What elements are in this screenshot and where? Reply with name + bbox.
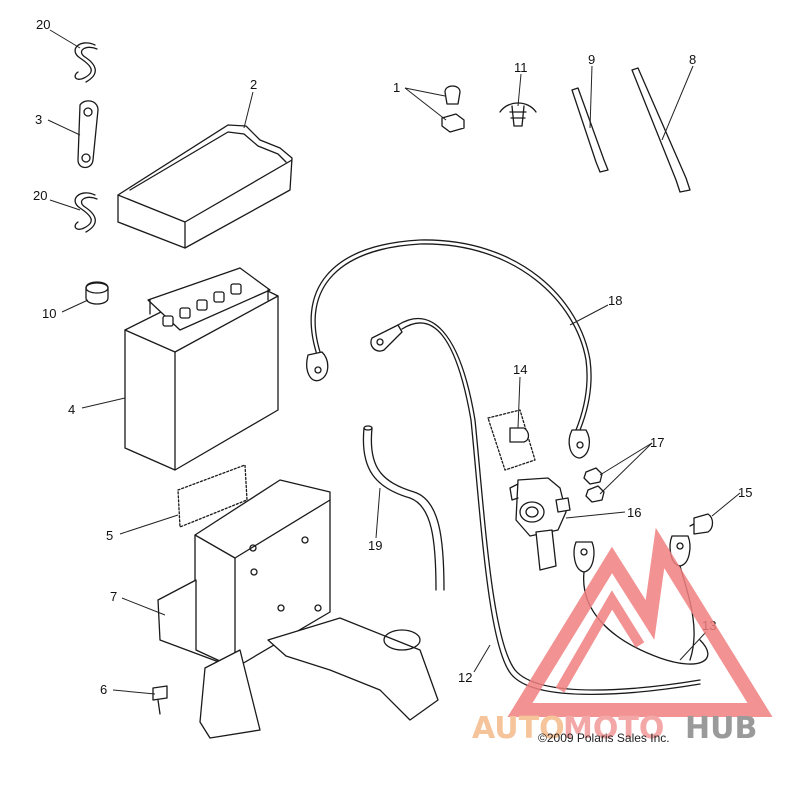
part-14-bolt: [487, 409, 536, 471]
leader-lines: [47, 29, 741, 695]
callout-18: 18: [608, 293, 622, 308]
part-10-terminal-cap: [85, 281, 109, 305]
part-19-vent-tube: [362, 425, 445, 591]
part-9-cable-tie-short: [571, 87, 609, 173]
callout-12: 12: [458, 670, 472, 685]
part-20-hook-top: [74, 42, 98, 83]
callout-14: 14: [513, 362, 527, 377]
part-8-cable-tie-long: [631, 67, 691, 193]
callout-8: 8: [689, 52, 696, 67]
watermark-text: AUTO MOTO HUB: [472, 711, 757, 746]
callout-20-top: 20: [36, 17, 50, 32]
callout-10: 10: [42, 306, 56, 321]
part-5-pad: [177, 464, 248, 528]
part-16-solenoid: [509, 477, 571, 571]
callout-3: 3: [35, 112, 42, 127]
watermark-hub: HUB: [685, 711, 757, 746]
callout-6: 6: [100, 682, 107, 697]
callout-11: 11: [514, 60, 528, 75]
part-11-push-clip: [499, 102, 537, 127]
part-6-bolt: [152, 685, 168, 715]
part-4-battery: [124, 267, 279, 471]
copyright-text: ©2009 Polaris Sales Inc.: [538, 731, 670, 745]
callout-7: 7: [110, 589, 117, 604]
callout-1: 1: [393, 80, 400, 95]
watermark-moto: MOTO: [563, 711, 664, 746]
callout-4: 4: [68, 402, 75, 417]
part-7-bracket: [157, 479, 439, 739]
watermark-auto: AUTO: [472, 711, 565, 746]
callout-5: 5: [106, 528, 113, 543]
callout-15: 15: [738, 485, 752, 500]
callout-19: 19: [368, 538, 382, 553]
callouts: 20 2 3 20 10 4 5 7 6 1 11 9 8 18 14 17 1…: [33, 17, 752, 697]
callout-20-bottom: 20: [33, 188, 47, 203]
part-15-bolt: [689, 513, 714, 535]
part-20-hook-bottom: [74, 192, 98, 233]
part-3-strap: [77, 100, 99, 169]
callout-16: 16: [627, 505, 641, 520]
part-18-cable: [306, 239, 592, 459]
callout-17: 17: [650, 435, 664, 450]
watermark-logo: [507, 527, 773, 717]
callout-2: 2: [250, 77, 257, 92]
part-2-battery-cover: [117, 124, 293, 249]
part-1-screw-nut: [441, 85, 465, 133]
callout-9: 9: [588, 52, 595, 67]
part-12-cable: [370, 317, 701, 695]
part-17-nuts: [583, 467, 605, 503]
